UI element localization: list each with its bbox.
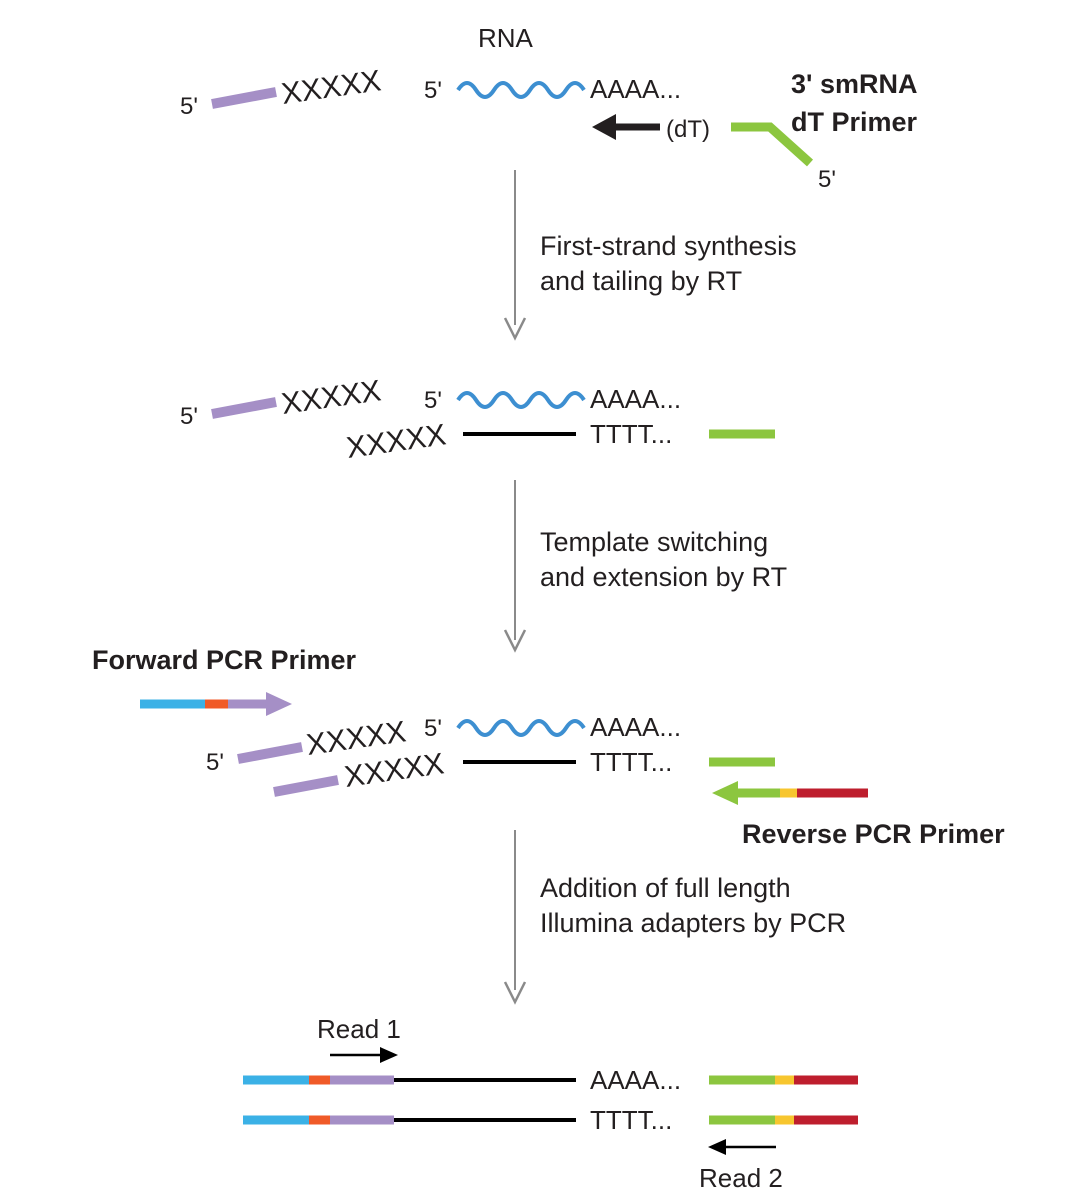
read1-arrowhead [380,1047,398,1063]
final-polyT-label: TTTT... [590,1105,672,1135]
dT-primer [731,122,814,167]
step-arrowhead-3 [503,981,527,1005]
step3-line1: Addition of full length [540,873,791,903]
five-prime-label-3: 5' [206,749,224,776]
step1-line1: First-strand synthesis [540,231,797,261]
forward-primer-arrowhead [266,692,292,716]
forward-primer-label: Forward PCR Primer [92,645,357,675]
step2-line2: and extension by RT [540,562,787,592]
polyA-label-2: AAAA... [590,384,681,414]
read2-arrowhead [708,1139,726,1155]
primer-label-line2: dT Primer [791,107,918,137]
dT-label: (dT) [666,116,710,143]
step-arrowhead-2 [503,629,527,653]
five-prime-rna-label-3: 5' [424,715,442,742]
reverse-primer-label: Reverse PCR Primer [742,819,1005,849]
five-prime-rna-label-2: 5' [424,387,442,414]
xxxxx-top-2: XXXXX [279,374,383,421]
purple-adapter-2 [211,397,277,419]
xxxxx-bottom-2: XXXXX [344,418,448,465]
five-prime-rna-label: 5' [424,77,442,104]
read1-label: Read 1 [317,1014,401,1044]
polyT-label-3: TTTT... [590,747,672,777]
primer-label-line1: 3' smRNA [791,69,917,99]
rna-label: RNA [478,23,534,53]
rt-direction-arrowhead [592,114,616,140]
reverse-primer-arrowhead [712,781,738,805]
rna-wave-2 [456,391,586,409]
five-prime-label: 5' [180,93,198,120]
step3-line2: Illumina adapters by PCR [540,908,846,938]
polyA-label: AAAA... [590,74,681,104]
purple-adapter-3b [273,775,339,797]
read2-label: Read 2 [699,1163,783,1193]
xxxxx-label: XXXXX [279,64,383,111]
polyA-label-3: AAAA... [590,712,681,742]
purple-adapter [211,87,277,109]
rna-wave-3 [456,719,586,737]
polyT-label-2: TTTT... [590,419,672,449]
step2-line1: Template switching [540,527,768,557]
five-prime-label-2: 5' [180,403,198,430]
step1-line2: and tailing by RT [540,266,742,296]
five-prime-primer-label: 5' [818,166,836,193]
purple-adapter-3 [237,742,303,764]
final-polyA-label: AAAA... [590,1065,681,1095]
rna-wave [456,81,586,99]
step-arrowhead-1 [503,317,527,341]
